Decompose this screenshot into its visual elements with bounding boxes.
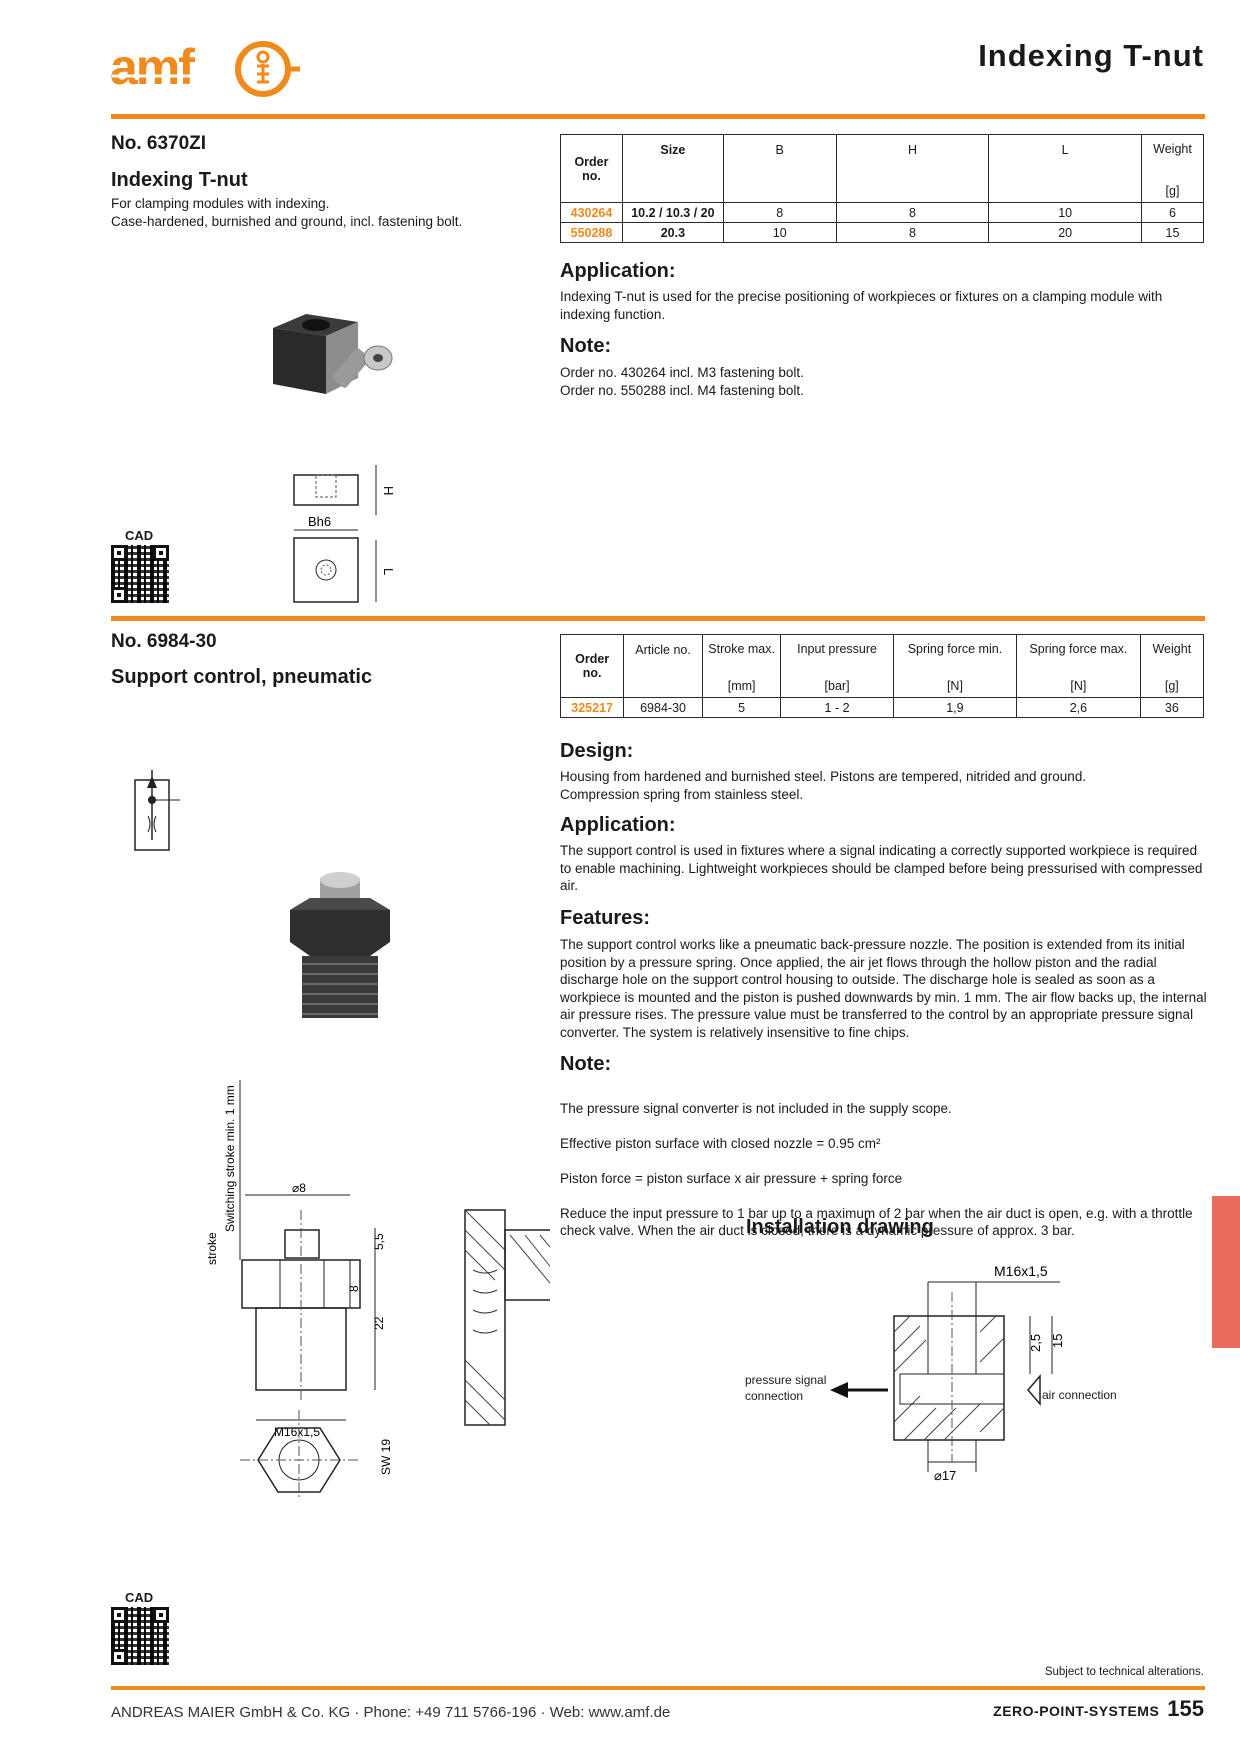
tnut-product-image xyxy=(273,314,393,394)
spec-table: Order no. Article no. Stroke max.[mm] In… xyxy=(559,634,1205,718)
col-weight: Weight[g] xyxy=(1139,634,1205,698)
note-text: Order no. 430264 incl. M3 fastening bolt… xyxy=(560,365,804,398)
dim-l-label: L xyxy=(381,568,396,575)
switching-stroke-label: Switching stroke min. 1 mm xyxy=(223,1085,237,1232)
triangle-icon xyxy=(1027,1373,1041,1407)
footer-company: ANDREAS MAIER GmbH & Co. KG · Phone: +49… xyxy=(111,1704,671,1721)
table-row: 325217 6984-30 5 1 - 2 1,9 2,6 36 xyxy=(559,697,1205,718)
tnut-technical-drawing: H Bh6 L xyxy=(293,465,396,603)
features-text: The support control works like a pneumat… xyxy=(560,937,1207,1040)
installation-drawing: M16x1,5 2,5 15 ⌀17 xyxy=(830,1263,1065,1483)
col-stroke: Stroke max.[mm] xyxy=(701,634,782,698)
col-size: Size xyxy=(621,134,724,203)
dim-h-label: H xyxy=(381,486,396,495)
cad-qr-code[interactable] xyxy=(111,545,169,603)
note-heading: Note: xyxy=(560,1053,612,1075)
order-number-link[interactable]: 430264 xyxy=(560,202,623,223)
col-order: Order no. xyxy=(560,134,623,203)
pressure-signal-label: pressure signal connection xyxy=(745,1373,827,1403)
section-divider xyxy=(111,114,1205,119)
product-title: Support control, pneumatic xyxy=(111,666,373,688)
footer-divider xyxy=(111,1686,1205,1690)
product-description: For clamping modules with indexing. Case… xyxy=(111,196,463,229)
application-text: Indexing T-nut is used for the precise p… xyxy=(560,289,1163,322)
col-h: H xyxy=(835,134,990,203)
product-number: No. 6370ZI xyxy=(111,133,207,154)
install-dim-25-label: 2,5 xyxy=(1028,1334,1043,1352)
design-heading: Design: xyxy=(560,740,634,762)
disclaimer: Subject to technical alterations. xyxy=(1044,1666,1204,1678)
page-number: 155 xyxy=(1167,1696,1204,1721)
cad-label: CAD xyxy=(125,1590,154,1605)
dim-22-label: 22 xyxy=(372,1316,386,1330)
footer-section: ZERO-POINT-SYSTEMS 155 xyxy=(993,1696,1204,1722)
logo-text: amf xyxy=(110,40,195,95)
support-control-product-image xyxy=(290,872,390,1018)
note-heading: Note: xyxy=(560,335,612,357)
arrow-left-icon xyxy=(830,1382,848,1398)
col-spring-max: Spring force max.[N] xyxy=(1016,634,1141,698)
spec-table: Order no. Size B H L Weight[g] 430264 10… xyxy=(560,134,1204,243)
section-divider xyxy=(111,616,1205,621)
install-thread-label: M16x1,5 xyxy=(994,1263,1048,1279)
design-text: Housing from hardened and burnished stee… xyxy=(560,769,1087,802)
dim-thread-label: M16x1,5 xyxy=(274,1425,320,1439)
application-heading: Application: xyxy=(560,260,676,282)
features-heading: Features: xyxy=(560,907,651,929)
installation-heading: Installation drawing xyxy=(746,1216,934,1238)
application-text: The support control is used in fixtures … xyxy=(560,843,1203,893)
cad-label: CAD xyxy=(125,528,154,543)
col-article: Article no. xyxy=(623,634,703,698)
company-logo: amf xyxy=(110,39,300,98)
col-weight: Weight[g] xyxy=(1141,134,1204,203)
page-title: Indexing T-nut xyxy=(978,38,1204,73)
application-heading: Application: xyxy=(560,814,676,836)
col-b: B xyxy=(722,134,837,203)
chapter-tab[interactable] xyxy=(1212,1196,1240,1348)
stroke-label: stroke xyxy=(205,1232,219,1265)
order-number-link[interactable]: 550288 xyxy=(560,222,623,243)
amf-logo-graphic: amf xyxy=(110,39,300,97)
table-row: 550288 20.3 10 8 20 15 xyxy=(560,222,1204,243)
dim-d8-label: ⌀8 xyxy=(292,1181,306,1195)
col-order: Order no. xyxy=(559,634,625,698)
order-number-link[interactable]: 325217 xyxy=(559,697,625,718)
product-title: Indexing T-nut xyxy=(111,169,248,191)
dim-8-label: 8 xyxy=(347,1285,361,1292)
product-number: No. 6984-30 xyxy=(111,631,217,652)
dim-55-label: 5,5 xyxy=(372,1233,386,1250)
col-pressure: Input pressure[bar] xyxy=(780,634,894,698)
cad-qr-code[interactable] xyxy=(111,1607,169,1665)
table-row: 430264 10.2 / 10.3 / 20 8 8 10 6 xyxy=(560,202,1204,223)
section-name: ZERO-POINT-SYSTEMS xyxy=(993,1703,1160,1719)
dim-sw-label: SW 19 xyxy=(379,1439,393,1475)
install-dim-17-label: ⌀17 xyxy=(934,1468,956,1483)
install-dim-15-label: 15 xyxy=(1050,1334,1065,1348)
pneumatic-symbol xyxy=(134,770,180,851)
col-spring-min: Spring force min.[N] xyxy=(892,634,1018,698)
support-control-technical-drawing: Switching stroke min. 1 mm stroke ⌀8 5,5… xyxy=(205,1080,550,1500)
air-connection-label: air connection xyxy=(1042,1388,1117,1402)
note-text: The pressure signal converter is not inc… xyxy=(560,1100,1193,1239)
col-l: L xyxy=(988,134,1142,203)
dim-b-label: Bh6 xyxy=(308,514,331,529)
